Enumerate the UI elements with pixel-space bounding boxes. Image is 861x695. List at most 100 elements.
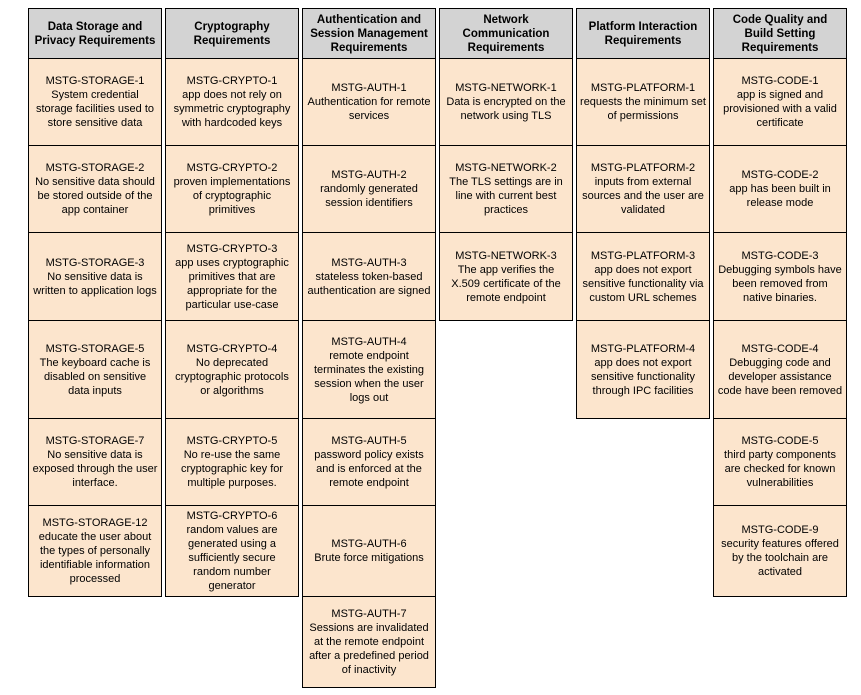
requirement-code: MSTG-CODE-5 xyxy=(741,435,819,447)
requirement-cell: MSTG-PLATFORM-3 app does not export sens… xyxy=(576,233,710,321)
requirement-cell: MSTG-CODE-2 app has been built in releas… xyxy=(713,146,847,233)
requirement-code: MSTG-PLATFORM-4 xyxy=(590,342,696,355)
requirement-text: No re-use the same cryptographic key for… xyxy=(180,449,284,489)
requirement-column: Platform Interaction Requirements MSTG-P… xyxy=(576,8,710,419)
requirement-code: MSTG-PLATFORM-3 xyxy=(590,249,696,262)
requirement-cell: MSTG-NETWORK-2 The TLS settings are in l… xyxy=(439,146,573,233)
requirement-text: No sensitive data is exposed through the… xyxy=(32,449,158,489)
requirement-cell: MSTG-AUTH-4 remote endpoint terminates t… xyxy=(302,321,436,419)
requirement-column: Authentication and Session Management Re… xyxy=(302,8,436,688)
requirement-text: stateless token-based authentication are… xyxy=(307,270,431,297)
requirement-code: MSTG-CRYPTO-5 xyxy=(186,435,278,447)
requirement-text: remote endpoint terminates the existing … xyxy=(313,349,425,404)
requirement-text: app does not rely on symmetric cryptogra… xyxy=(173,89,291,129)
requirement-text: The keyboard cache is disabled on sensit… xyxy=(39,356,151,397)
requirement-cell: MSTG-CRYPTO-1 app does not rely on symme… xyxy=(165,59,299,146)
requirement-code: MSTG-CODE-1 xyxy=(741,75,819,87)
requirement-cell: MSTG-CRYPTO-5 No re-use the same cryptog… xyxy=(165,419,299,506)
requirement-text: app uses cryptographic primitives that a… xyxy=(175,256,289,311)
requirement-code: MSTG-AUTH-6 xyxy=(331,538,407,550)
requirement-cell: MSTG-CODE-4 Debugging code and developer… xyxy=(713,321,847,419)
requirement-cell: MSTG-AUTH-1 Authentication for remote se… xyxy=(302,59,436,146)
column-header: Network Communication Requirements xyxy=(439,8,573,59)
requirement-text: password policy exists and is enforced a… xyxy=(314,449,424,489)
requirement-cell: MSTG-AUTH-6 Brute force mitigations xyxy=(302,506,436,597)
requirement-code: MSTG-NETWORK-3 xyxy=(455,249,557,262)
requirement-cell: MSTG-AUTH-3 stateless token-based authen… xyxy=(302,233,436,321)
requirement-cell: MSTG-NETWORK-1 Data is encrypted on the … xyxy=(439,59,573,146)
requirement-cell: MSTG-STORAGE-3 No sensitive data is writ… xyxy=(28,233,162,321)
requirement-text: app does not export sensitive functional… xyxy=(582,263,704,304)
requirement-text: No sensitive data is written to applicat… xyxy=(33,270,157,297)
requirement-text: proven implementations of cryptographic … xyxy=(173,176,291,216)
requirement-code: MSTG-PLATFORM-2 xyxy=(590,162,696,174)
column-header: Cryptography Requirements xyxy=(165,8,299,59)
requirement-text: Brute force mitigations xyxy=(314,552,424,564)
requirement-cell: MSTG-CRYPTO-2 proven implementations of … xyxy=(165,146,299,233)
requirement-cell: MSTG-NETWORK-3 The app verifies the X.50… xyxy=(439,233,573,321)
requirement-text: The TLS settings are in line with curren… xyxy=(449,176,563,216)
requirement-text: random values are generated using a suff… xyxy=(186,524,278,592)
requirement-code: MSTG-PLATFORM-1 xyxy=(590,82,696,94)
requirement-code: MSTG-STORAGE-7 xyxy=(45,435,145,447)
requirement-text: third party components are checked for k… xyxy=(724,449,836,489)
requirement-text: requests the minimum set of permissions xyxy=(580,96,706,122)
requirement-text: inputs from external sources and the use… xyxy=(582,176,704,216)
requirement-code: MSTG-STORAGE-12 xyxy=(42,517,148,529)
requirement-cell: MSTG-CODE-3 Debugging symbols have been … xyxy=(713,233,847,321)
requirement-code: MSTG-CRYPTO-6 xyxy=(186,510,278,522)
requirement-code: MSTG-CODE-3 xyxy=(741,249,819,262)
requirement-text: app has been built in release mode xyxy=(729,183,831,209)
requirement-column: Cryptography Requirements MSTG-CRYPTO-1 … xyxy=(165,8,299,597)
requirement-cell: MSTG-AUTH-5 password policy exists and i… xyxy=(302,419,436,506)
requirement-column: Network Communication Requirements MSTG-… xyxy=(439,8,573,321)
requirement-cell: MSTG-CODE-1 app is signed and provisione… xyxy=(713,59,847,146)
requirement-code: MSTG-CRYPTO-1 xyxy=(186,75,278,87)
requirement-code: MSTG-AUTH-2 xyxy=(331,169,407,181)
requirement-text: Debugging code and developer assistance … xyxy=(717,356,843,397)
requirement-text: app is signed and provisioned with a val… xyxy=(723,89,837,129)
requirement-cell: MSTG-STORAGE-5 The keyboard cache is dis… xyxy=(28,321,162,419)
requirement-text: app does not export sensitive functional… xyxy=(591,356,695,397)
requirement-code: MSTG-AUTH-4 xyxy=(331,335,407,348)
requirement-text: randomly generated session identifiers xyxy=(320,183,418,209)
requirement-code: MSTG-CODE-9 xyxy=(741,524,819,536)
requirement-code: MSTG-CODE-4 xyxy=(741,342,819,355)
requirement-cell: MSTG-STORAGE-12 educate the user about t… xyxy=(28,506,162,597)
column-header: Authentication and Session Management Re… xyxy=(302,8,436,59)
requirement-text: Data is encrypted on the network using T… xyxy=(446,96,566,122)
requirement-code: MSTG-STORAGE-5 xyxy=(45,342,145,355)
requirement-text: security features offered by the toolcha… xyxy=(721,538,839,578)
requirement-code: MSTG-STORAGE-2 xyxy=(45,162,145,174)
requirement-cell: MSTG-CODE-9 security features offered by… xyxy=(713,506,847,597)
requirement-code: MSTG-CODE-2 xyxy=(741,169,819,181)
requirement-text: educate the user about the types of pers… xyxy=(38,531,152,585)
requirement-cell: MSTG-CRYPTO-4 No deprecated cryptographi… xyxy=(165,321,299,419)
requirement-cell: MSTG-PLATFORM-4 app does not export sens… xyxy=(576,321,710,419)
requirement-cell: MSTG-STORAGE-7 No sensitive data is expo… xyxy=(28,419,162,506)
column-header: Platform Interaction Requirements xyxy=(576,8,710,59)
requirement-cell: MSTG-CRYPTO-6 random values are generate… xyxy=(165,506,299,597)
requirement-text: Sessions are invalidated at the remote e… xyxy=(309,622,429,676)
requirement-code: MSTG-AUTH-1 xyxy=(331,82,407,94)
requirement-code: MSTG-STORAGE-3 xyxy=(45,256,145,269)
requirement-cell: MSTG-STORAGE-2 No sensitive data should … xyxy=(28,146,162,233)
requirement-code: MSTG-NETWORK-2 xyxy=(455,162,557,174)
requirement-text: System credential storage facilities use… xyxy=(35,89,154,129)
requirement-code: MSTG-AUTH-7 xyxy=(331,608,407,620)
requirement-code: MSTG-CRYPTO-4 xyxy=(186,342,278,355)
requirement-text: Authentication for remote services xyxy=(307,96,431,122)
column-header: Code Quality and Build Setting Requireme… xyxy=(713,8,847,59)
requirement-cell: MSTG-STORAGE-1 System credential storage… xyxy=(28,59,162,146)
requirement-cell: MSTG-PLATFORM-2 inputs from external sou… xyxy=(576,146,710,233)
requirement-code: MSTG-CRYPTO-2 xyxy=(186,162,278,174)
requirement-column: Data Storage and Privacy Requirements MS… xyxy=(28,8,162,597)
requirement-text: No deprecated cryptographic protocols or… xyxy=(175,356,289,397)
requirement-cell: MSTG-CRYPTO-3 app uses cryptographic pri… xyxy=(165,233,299,321)
requirement-text: The app verifies the X.509 certificate o… xyxy=(451,263,561,304)
requirement-code: MSTG-AUTH-5 xyxy=(331,435,407,447)
requirement-cell: MSTG-CODE-5 third party components are c… xyxy=(713,419,847,506)
requirement-cell: MSTG-PLATFORM-1 requests the minimum set… xyxy=(576,59,710,146)
requirement-code: MSTG-CRYPTO-3 xyxy=(186,242,278,255)
